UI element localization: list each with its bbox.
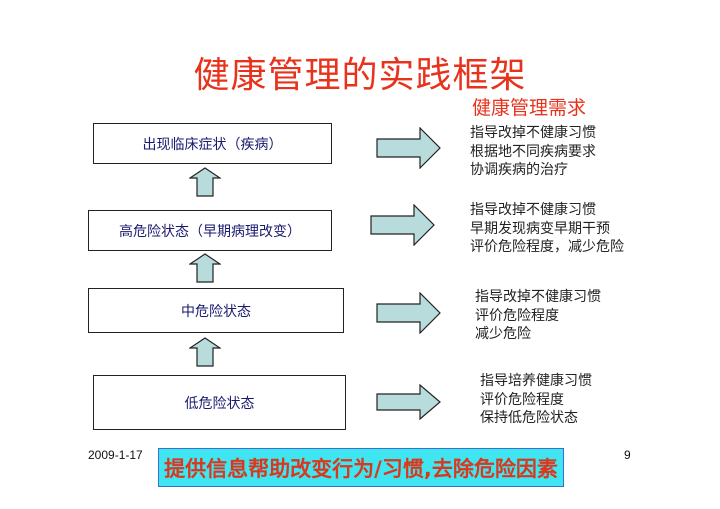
- right-arrow-icon: [376, 292, 441, 334]
- needs-list-medium-risk: 指导改掉不健康习惯 评价危险程度 减少危险: [475, 288, 601, 344]
- need-item: 评价危险程度，减少危险: [470, 239, 624, 255]
- need-item: 指导改掉不健康习惯: [470, 202, 596, 218]
- need-item: 指导培养健康习惯: [480, 373, 592, 389]
- stage-box-clinical: 出现临床症状（疾病）: [93, 123, 332, 164]
- needs-list-low-risk: 指导培养健康习惯 评价危险程度 保持低危险状态: [480, 372, 592, 428]
- need-item: 保持低危险状态: [480, 410, 578, 426]
- right-arrow-icon: [376, 384, 441, 420]
- need-item: 早期发现病变早期干预: [470, 220, 610, 237]
- page-number: 9: [624, 448, 631, 462]
- slide-date: 2009-1-17: [88, 448, 143, 462]
- stage-box-high-risk: 高危险状态（早期病理改变）: [88, 210, 332, 251]
- need-item: 协调疾病的治疗: [470, 162, 568, 178]
- stage-box-low-risk: 低危险状态: [93, 375, 346, 430]
- need-item: 指导改掉不健康习惯: [470, 125, 596, 141]
- needs-list-clinical: 指导改掉不健康习惯 根据地不同疾病要求 协调疾病的治疗: [470, 124, 596, 180]
- need-item: 评价危险程度: [480, 391, 564, 408]
- up-arrow-icon: [189, 337, 221, 367]
- need-item: 减少危险: [475, 326, 531, 342]
- up-arrow-icon: [189, 253, 221, 283]
- needs-list-high-risk: 指导改掉不健康习惯 早期发现病变早期干预 评价危险程度，减少危险: [470, 201, 624, 257]
- stage-box-medium-risk: 中危险状态: [88, 288, 344, 333]
- needs-heading: 健康管理需求: [472, 97, 587, 119]
- right-arrow-icon: [370, 204, 435, 246]
- slide-title: 健康管理的实践框架: [193, 55, 527, 96]
- need-item: 评价危险程度: [475, 307, 559, 324]
- right-arrow-icon: [376, 127, 441, 169]
- summary-banner: 提供信息帮助改变行为/习惯,去除危险因素: [158, 448, 564, 487]
- need-item: 指导改掉不健康习惯: [475, 289, 601, 305]
- up-arrow-icon: [189, 167, 221, 197]
- need-item: 根据地不同疾病要求: [470, 143, 596, 160]
